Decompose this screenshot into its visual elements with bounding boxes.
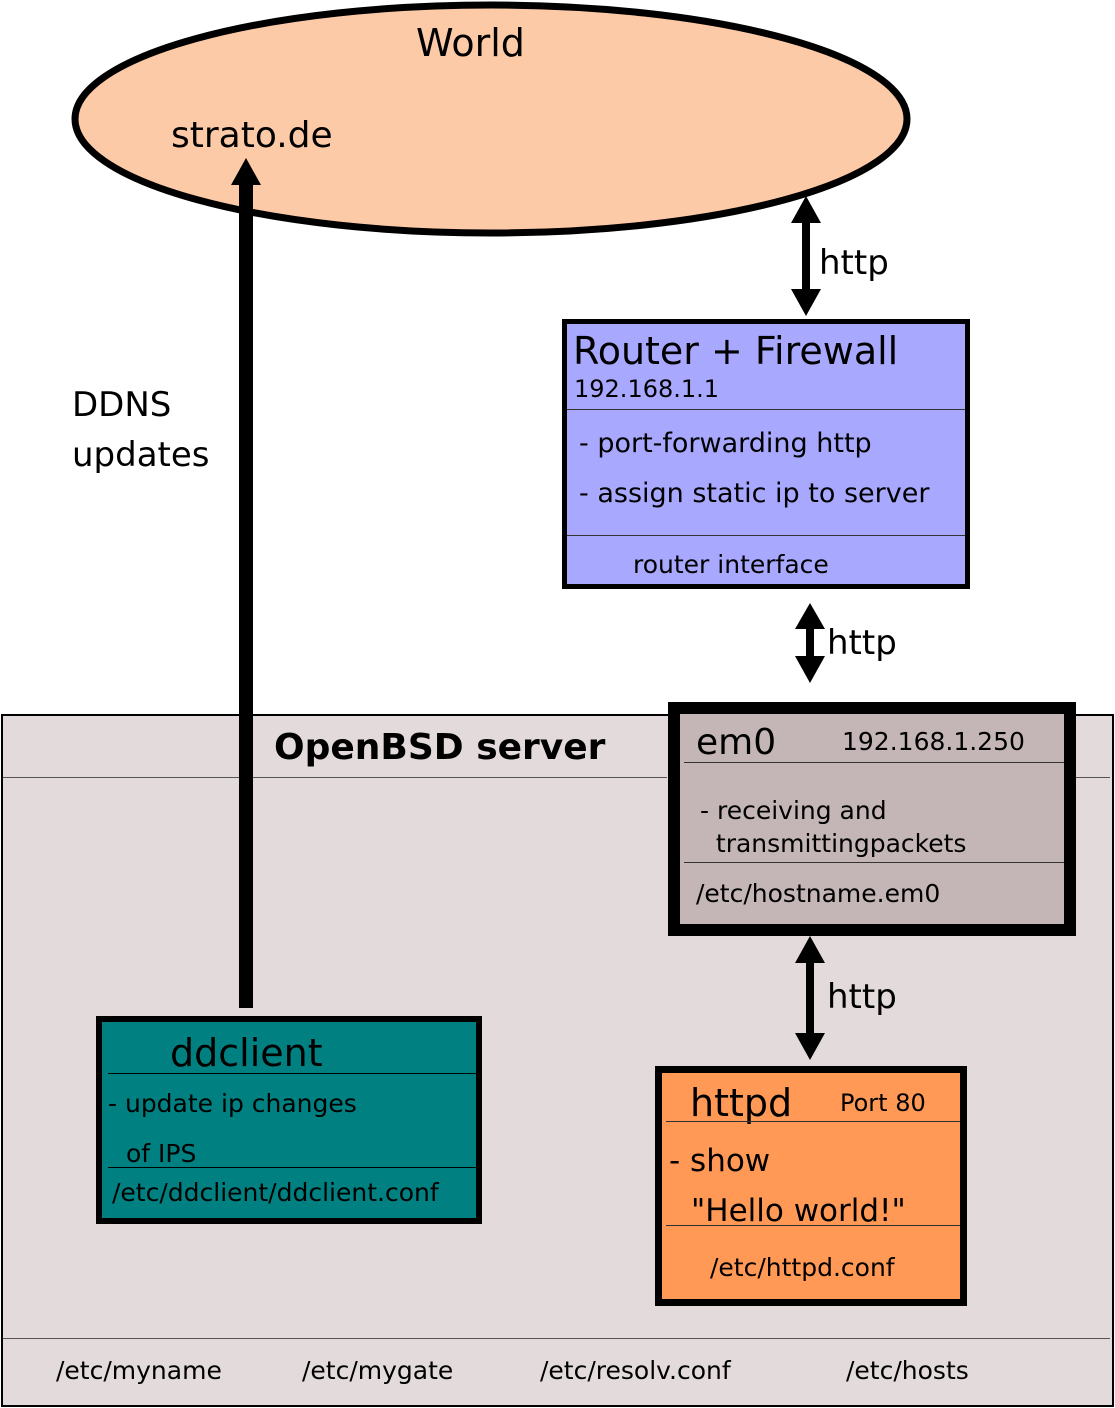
ddclient-box: ddclient - update ip changes of IPS /etc… (96, 1016, 482, 1224)
httpd-divider-bottom (666, 1225, 960, 1226)
world-site-label: strato.de (171, 115, 333, 156)
http-label-world-router: http (819, 243, 889, 283)
router-divider-top (567, 409, 965, 410)
server-title-divider-left (3, 777, 667, 778)
httpd-item-hello: "Hello world!" (691, 1193, 906, 1229)
em0-description: - receiving and transmittingpackets (700, 796, 967, 858)
router-divider-bottom (567, 535, 965, 536)
em0-title: em0 (696, 722, 777, 763)
http-arrow-router-em0 (795, 603, 825, 683)
world-ellipse (71, 1, 911, 237)
router-firewall-box: Router + Firewall 192.168.1.1 - port-for… (562, 319, 970, 589)
http-arrow-world-router (791, 196, 821, 316)
httpd-box: httpd Port 80 - show "Hello world!" /etc… (655, 1066, 967, 1306)
em0-divider-bottom (684, 862, 1064, 863)
httpd-divider-top (666, 1121, 960, 1122)
httpd-title: httpd (690, 1081, 793, 1125)
server-file-myname: /etc/myname (56, 1356, 222, 1385)
server-file-resolv: /etc/resolv.conf (540, 1356, 731, 1385)
server-title-divider-right (1066, 777, 1110, 778)
http-label-em0-httpd: http (827, 977, 897, 1017)
router-title: Router + Firewall (573, 329, 899, 373)
router-item-port-forwarding: - port-forwarding http (579, 428, 872, 459)
server-title: OpenBSD server (274, 727, 606, 768)
world-title: World (416, 21, 525, 65)
ddclient-divider-bottom (108, 1167, 476, 1168)
ddclient-item-ips: of IPS (126, 1139, 197, 1168)
http-arrow-em0-httpd (795, 936, 825, 1060)
server-file-hosts: /etc/hosts (846, 1356, 969, 1385)
ddclient-divider-top (108, 1073, 476, 1074)
router-item-static-ip: - assign static ip to server (579, 478, 930, 509)
router-interface-label: router interface (633, 550, 829, 579)
httpd-port: Port 80 (840, 1089, 926, 1117)
http-label-router-em0: http (827, 623, 897, 663)
ddns-updates-label: DDNS updates (72, 385, 210, 475)
ddclient-item-update: - update ip changes (108, 1089, 357, 1118)
httpd-item-show: - show (669, 1143, 771, 1179)
httpd-config-path: /etc/httpd.conf (710, 1253, 895, 1282)
server-footer-divider (3, 1338, 1110, 1339)
router-ip: 192.168.1.1 (574, 375, 720, 403)
server-file-mygate: /etc/mygate (302, 1356, 454, 1385)
ddclient-title: ddclient (170, 1031, 323, 1075)
ddclient-config-path: /etc/ddclient/ddclient.conf (112, 1178, 439, 1207)
em0-ip: 192.168.1.250 (842, 727, 1025, 756)
em0-interface-box: em0 192.168.1.250 - receiving and transm… (668, 702, 1076, 936)
em0-divider-top (684, 762, 1064, 763)
ddns-arrow (231, 158, 261, 1008)
em0-config-path: /etc/hostname.em0 (696, 879, 941, 908)
